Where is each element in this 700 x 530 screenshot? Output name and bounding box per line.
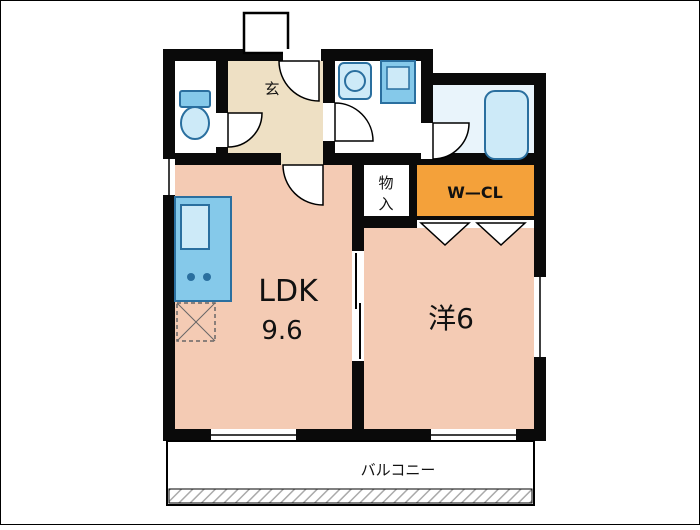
walk-in-closet-floor xyxy=(417,165,534,216)
hall-ldk-opening xyxy=(281,153,323,165)
storage-label-line1: 物 xyxy=(378,174,393,192)
ldk-size-label: 9.6 xyxy=(261,316,302,346)
storage-label-line2: 入 xyxy=(378,195,393,213)
wall-bath-top xyxy=(425,73,546,85)
washroom-door-swing xyxy=(334,102,374,142)
wall-left xyxy=(163,49,175,441)
wall-storage-bottom xyxy=(364,216,417,228)
toilet-bowl xyxy=(180,106,210,140)
closet-bifold-door-right xyxy=(475,222,527,247)
hall-ldk-door-swing xyxy=(282,164,324,206)
front-door-opening xyxy=(283,49,321,61)
western-room-label: 洋6 xyxy=(428,302,474,335)
stove-burner-1 xyxy=(187,273,195,281)
washroom-door-opening xyxy=(323,103,335,141)
western-room-floor xyxy=(364,228,534,429)
ldk-label: LDK xyxy=(258,274,319,309)
wall-mid-horizontal xyxy=(163,153,546,165)
kitchen-sink xyxy=(180,204,210,250)
storage-floor xyxy=(364,165,409,216)
bathtub xyxy=(484,90,529,160)
wall-closet-bottom-thin xyxy=(417,216,534,220)
vanity-basin xyxy=(386,66,410,90)
entrance-label: 玄 xyxy=(264,80,279,98)
wall-storage-closet-divider xyxy=(409,165,417,216)
refrigerator-space xyxy=(176,302,216,342)
toilet-door-opening xyxy=(216,113,228,147)
closet-bifold-door-left xyxy=(419,222,471,247)
washing-machine xyxy=(338,62,372,100)
bath-door-swing xyxy=(432,122,470,160)
wall-right xyxy=(534,73,546,441)
walk-in-closet-label: W—CL xyxy=(447,183,503,202)
stove-burner-2 xyxy=(203,273,211,281)
front-door-swing xyxy=(278,60,320,102)
entrance-alcove xyxy=(242,11,290,55)
bath-door-opening xyxy=(421,123,433,159)
balcony-label: バルコニー xyxy=(361,461,436,479)
balcony-hatch-band xyxy=(168,488,533,504)
washing-machine-drum xyxy=(344,70,366,92)
toilet-tank xyxy=(179,90,211,108)
ldk-western-sliding-opening xyxy=(352,251,364,361)
toilet-door-swing xyxy=(227,112,263,148)
refrigerator-x-line-2 xyxy=(176,302,216,342)
